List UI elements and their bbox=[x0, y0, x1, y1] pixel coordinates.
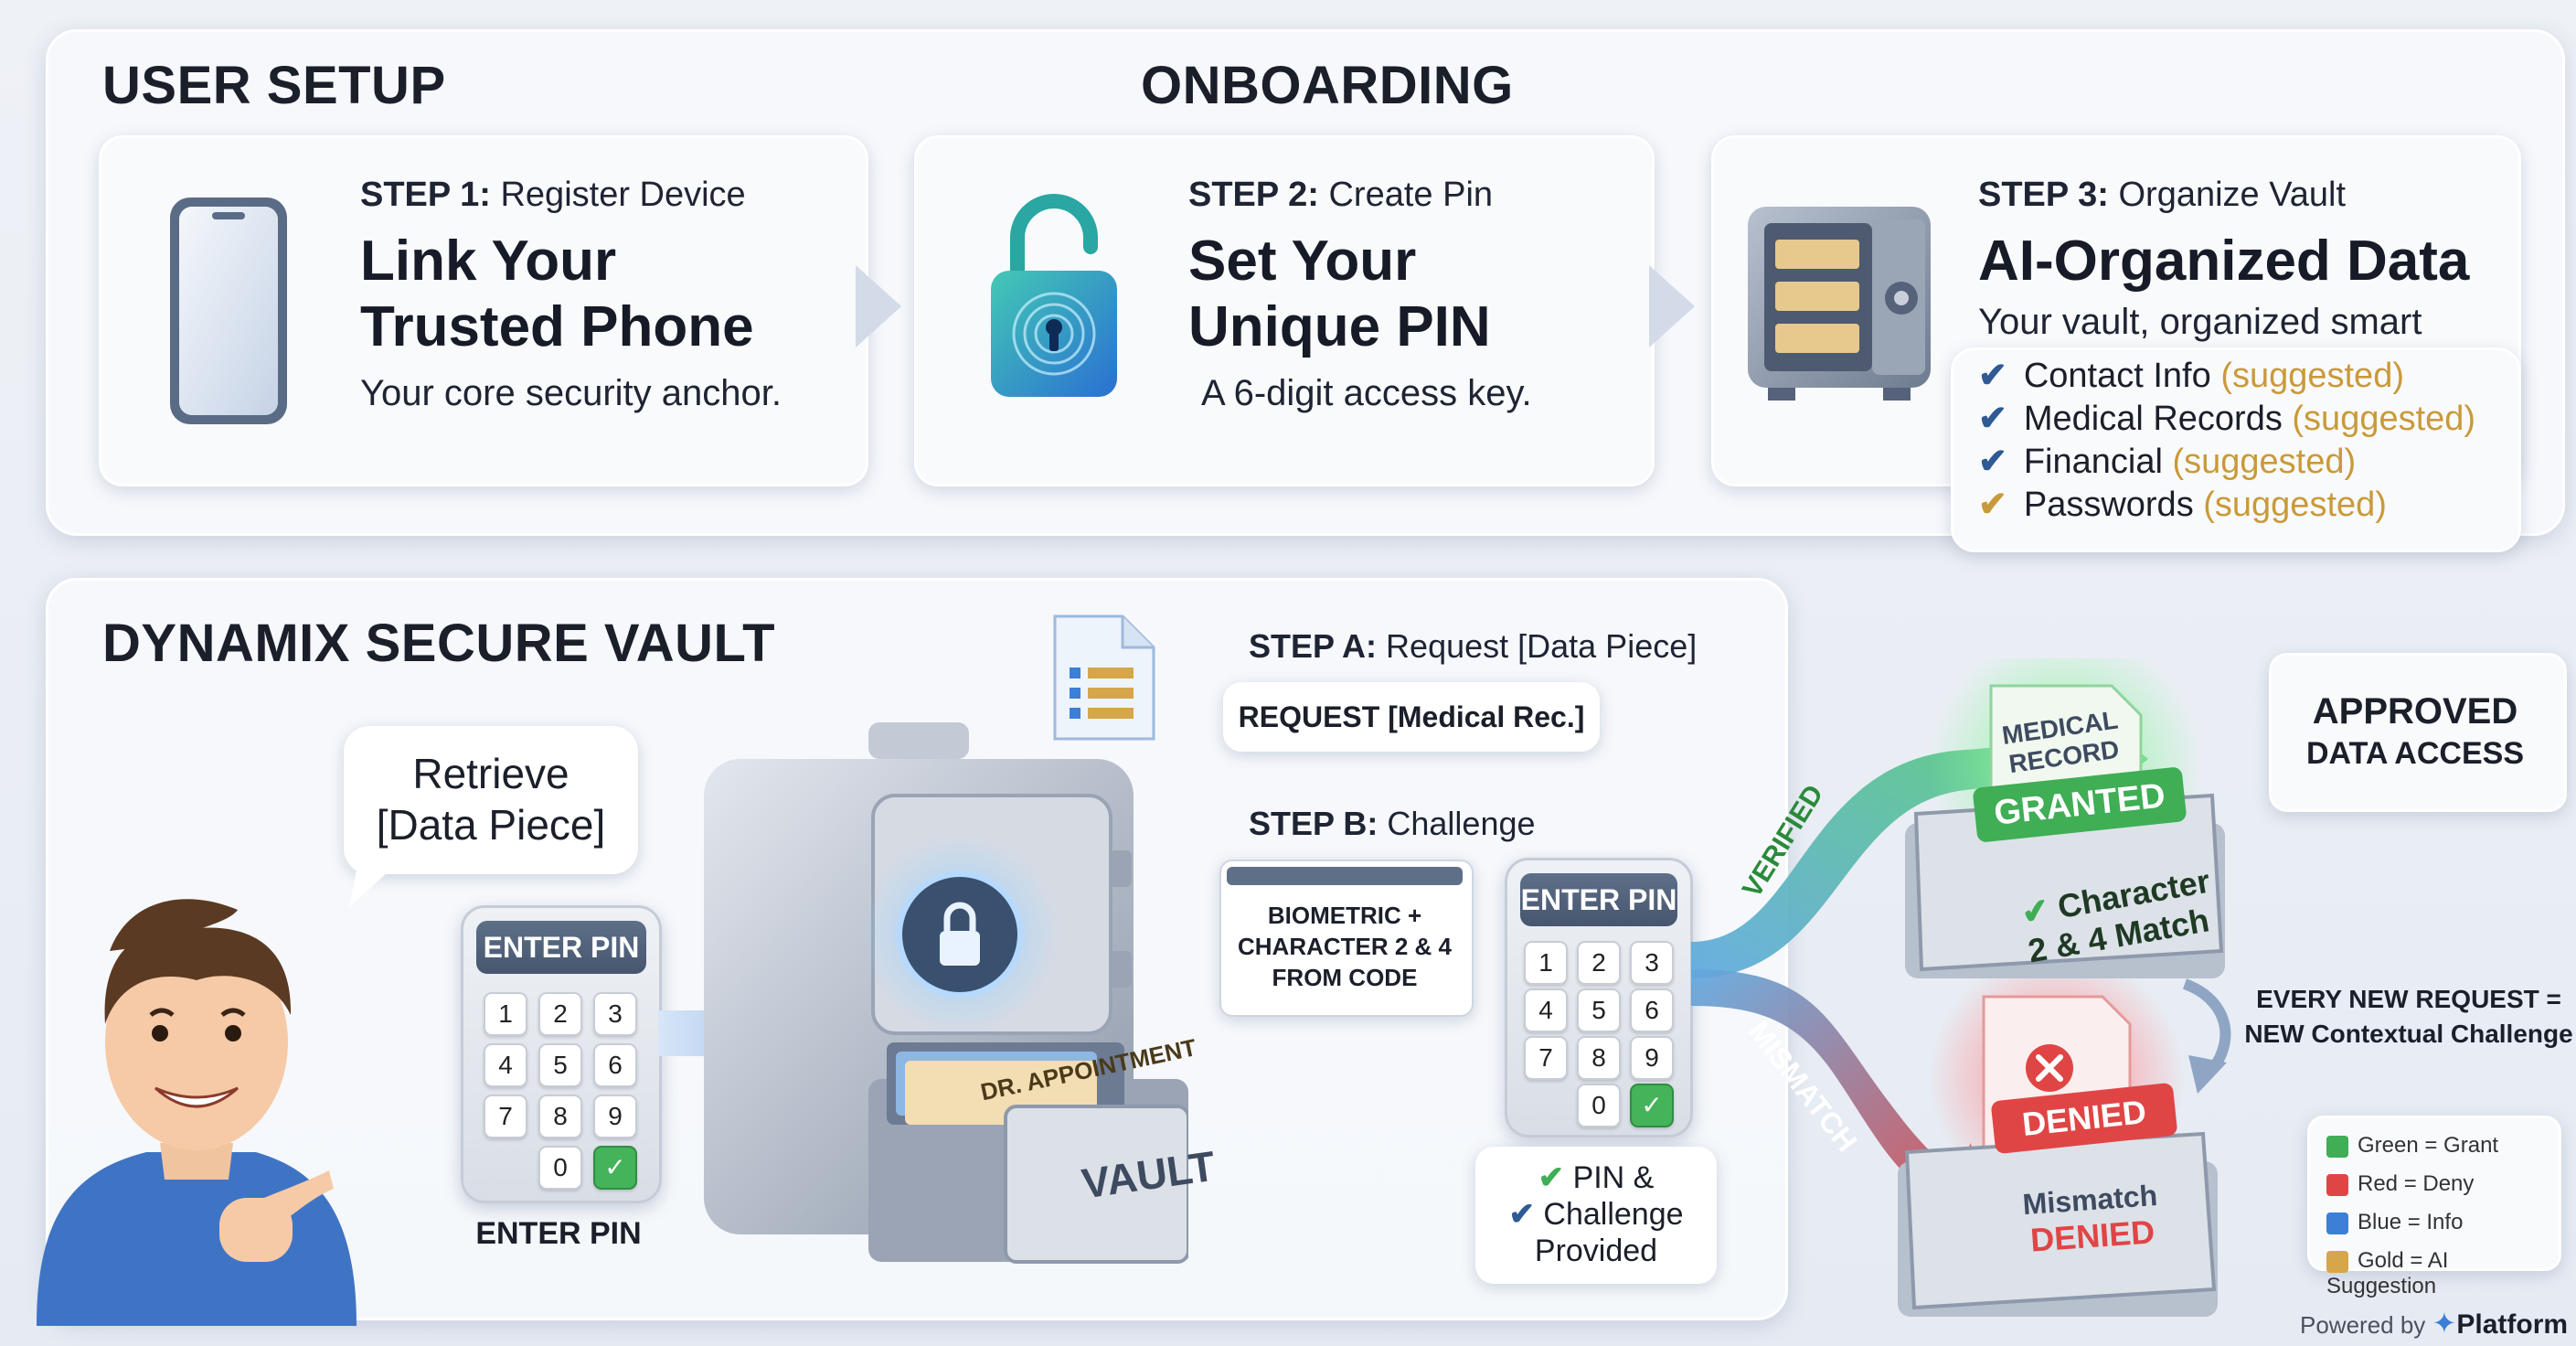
check-icon: ✔ bbox=[1978, 357, 2007, 395]
step-3-label: STEP 3: Organize Vault bbox=[1978, 176, 2347, 214]
check-icon: ✔ bbox=[1538, 1160, 1565, 1195]
check-icon: ✔ bbox=[1978, 443, 2007, 481]
chevron-right-icon bbox=[1649, 265, 1695, 347]
key-1[interactable]: 1 bbox=[484, 992, 527, 1036]
key-6[interactable]: 6 bbox=[1630, 988, 1674, 1032]
speech-bubble bbox=[344, 726, 638, 874]
key-4[interactable]: 4 bbox=[484, 1043, 527, 1087]
curved-arrow-icon bbox=[2182, 978, 2231, 1094]
speech-text: Retrieve[Data Piece] bbox=[376, 750, 606, 849]
vault-safe bbox=[704, 722, 1188, 1264]
step-2-label: STEP 2: Create Pin bbox=[1188, 176, 1494, 214]
list-item: ✔Passwords (suggested) bbox=[1978, 486, 2387, 524]
key-3[interactable]: 3 bbox=[593, 992, 637, 1036]
secure-vault-heading: DYNAMIX SECURE VAULT bbox=[102, 614, 776, 673]
key-0[interactable]: 0 bbox=[1577, 1084, 1621, 1127]
onboarding-heading: ONBOARDING bbox=[1141, 56, 1514, 115]
pin-keypad-left[interactable]: ENTER PIN 1 2 3 4 5 6 7 8 9 0 ✓ bbox=[461, 905, 662, 1203]
check-icon: ✔ bbox=[1978, 400, 2007, 438]
key-8[interactable]: 8 bbox=[1577, 1036, 1621, 1080]
step-3-title: AI-Organized Data bbox=[1978, 230, 2470, 293]
step-2-subtitle: A 6-digit access key. bbox=[1201, 373, 1532, 413]
key-2[interactable]: 2 bbox=[538, 992, 582, 1036]
suggested-list-card bbox=[1951, 347, 2521, 552]
key-7[interactable]: 7 bbox=[484, 1095, 527, 1138]
key-4[interactable]: 4 bbox=[1524, 988, 1568, 1032]
list-item: ✔Medical Records (suggested) bbox=[1978, 400, 2476, 438]
key-confirm[interactable]: ✓ bbox=[1630, 1084, 1674, 1127]
legend-item-deny: Red = Deny bbox=[2326, 1171, 2542, 1197]
check-icon: ✔ bbox=[1978, 486, 2007, 524]
key-9[interactable]: 9 bbox=[1630, 1036, 1674, 1080]
key-5[interactable]: 5 bbox=[538, 1043, 582, 1087]
legend-card: Green = Grant Red = Deny Blue = Info Gol… bbox=[2307, 1116, 2561, 1298]
speech-bubble-tail bbox=[349, 861, 399, 907]
approved-text: APPROVED DATA ACCESS bbox=[2306, 691, 2524, 771]
key-3[interactable]: 3 bbox=[1630, 941, 1674, 985]
phone-icon bbox=[170, 198, 287, 424]
list-item: ✔Contact Info (suggested) bbox=[1978, 357, 2404, 395]
approved-card bbox=[2269, 653, 2567, 812]
denied-box-text: Mismatch DENIED bbox=[2021, 1178, 2159, 1259]
key-0[interactable]: 0 bbox=[538, 1146, 582, 1190]
chevron-right-icon bbox=[856, 265, 901, 347]
sparkle-icon: ✦ bbox=[2432, 1307, 2457, 1340]
check-icon: ✔ bbox=[2018, 890, 2053, 933]
key-1[interactable]: 1 bbox=[1524, 941, 1568, 985]
contextual-note: EVERY NEW REQUEST =NEW Contextual Challe… bbox=[2244, 985, 2573, 1048]
user-setup-heading: USER SETUP bbox=[102, 56, 446, 115]
key-6[interactable]: 6 bbox=[593, 1043, 637, 1087]
key-7[interactable]: 7 bbox=[1524, 1036, 1568, 1080]
provided-card bbox=[1475, 1147, 1717, 1284]
step-b-label: STEP B: Challenge bbox=[1249, 805, 1536, 842]
fingerprint-lock-icon bbox=[991, 194, 1117, 397]
request-bubble[interactable] bbox=[1223, 682, 1600, 752]
step-1-label: STEP 1: Register Device bbox=[360, 176, 746, 214]
step-a-label: STEP A: Request [Data Piece] bbox=[1249, 627, 1698, 665]
user-avatar bbox=[37, 899, 357, 1326]
safe-icon bbox=[1748, 207, 1931, 401]
legend-item-ai: Gold = AI Suggestion bbox=[2326, 1248, 2449, 1298]
check-icon: ✔ bbox=[1508, 1197, 1535, 1232]
suggested-categories-list: ✔Contact Info (suggested) ✔Medical Recor… bbox=[1978, 355, 2475, 527]
list-item: ✔Financial (suggested) bbox=[1978, 443, 2357, 481]
pin-keypad-right[interactable]: ENTER PIN 1 2 3 4 5 6 7 8 9 0 ✓ bbox=[1505, 858, 1693, 1138]
key-5[interactable]: 5 bbox=[1577, 988, 1621, 1032]
step-3-subtitle: Your vault, organized smart bbox=[1978, 302, 2422, 342]
key-2[interactable]: 2 bbox=[1577, 941, 1621, 985]
challenge-card bbox=[1219, 860, 1474, 1017]
keypad-caption: ENTER PIN bbox=[475, 1216, 642, 1251]
step-1-subtitle: Your core security anchor. bbox=[360, 373, 782, 413]
request-text: REQUEST [Medical Rec.] bbox=[1238, 700, 1585, 733]
provided-text: ✔ PIN & ✔ Challenge Provided bbox=[1508, 1160, 1684, 1268]
powered-by: Powered by ✦Platform bbox=[2300, 1307, 2569, 1340]
key-8[interactable]: 8 bbox=[538, 1095, 582, 1138]
key-9[interactable]: 9 bbox=[593, 1095, 637, 1138]
challenge-card-header bbox=[1227, 867, 1463, 885]
legend-item-info: Blue = Info bbox=[2326, 1210, 2542, 1235]
denied-tray bbox=[1898, 978, 2218, 1317]
keypad-title: ENTER PIN bbox=[1520, 873, 1677, 926]
keypad-title: ENTER PIN bbox=[476, 921, 646, 974]
legend-item-grant: Green = Grant bbox=[2326, 1133, 2542, 1159]
key-confirm[interactable]: ✓ bbox=[593, 1146, 637, 1190]
document-icon bbox=[1053, 614, 1155, 741]
